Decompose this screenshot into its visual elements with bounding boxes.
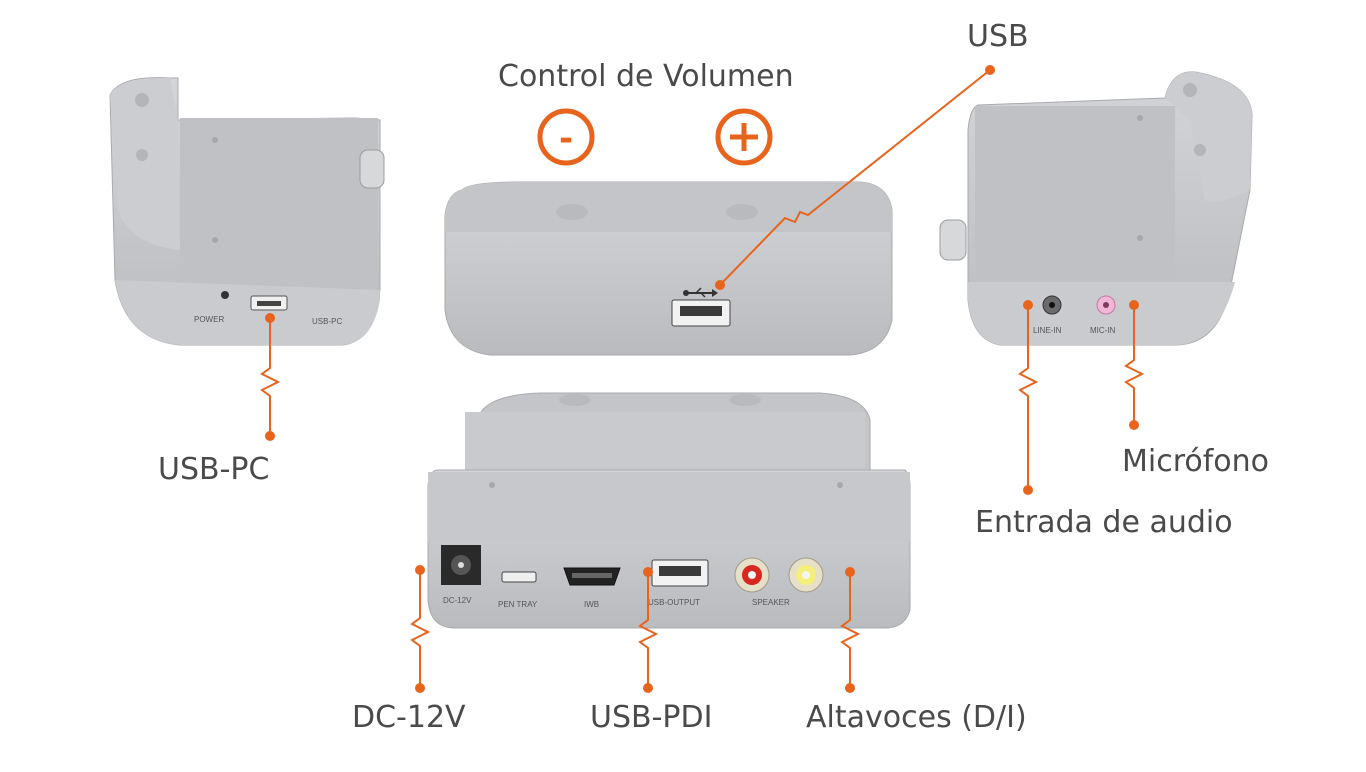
- callout-volume-control: Control de Volumen: [498, 59, 794, 94]
- volume-minus-icon: -: [537, 108, 595, 166]
- device-line-in-label: LINE-IN: [1033, 326, 1062, 335]
- device-dc12v-label: DC-12V: [443, 596, 472, 605]
- device-speaker-label: SPEAKER: [752, 598, 790, 607]
- callout-leaders: [260, 69, 1145, 688]
- callout-dots: [265, 65, 1139, 693]
- callout-usb: USB: [967, 19, 1029, 54]
- device-pen-tray-label: PEN TRAY: [498, 600, 538, 609]
- volume-plus-icon: [715, 108, 773, 166]
- callout-microfono: Micrófono: [1122, 444, 1270, 479]
- device-top-view: [444, 181, 893, 356]
- callout-dc12v: DC-12V: [352, 700, 466, 735]
- device-rear-view: DC-12V PEN TRAY IWB USB-OUTPUT SPEAKER: [427, 392, 911, 629]
- callout-usb-pdi: USB-PDI: [590, 700, 713, 735]
- callout-usb-pc: USB-PC: [158, 452, 270, 487]
- callout-altavoces: Altavoces (D/I): [806, 700, 1027, 735]
- device-power-label: POWER: [194, 315, 224, 324]
- device-usb-pc-label: USB-PC: [312, 317, 342, 326]
- device-right-view: LINE-IN MIC-IN: [939, 71, 1253, 346]
- callout-entrada-audio: Entrada de audio: [975, 505, 1233, 540]
- svg-text:-: -: [559, 119, 573, 159]
- device-usb-output-label: USB-OUTPUT: [648, 598, 700, 607]
- device-mic-in-label: MIC-IN: [1090, 326, 1116, 335]
- usb-symbol-icon: [683, 287, 718, 298]
- device-left-view: POWER USB-PC: [109, 77, 385, 346]
- device-iwb-label: IWB: [584, 600, 599, 609]
